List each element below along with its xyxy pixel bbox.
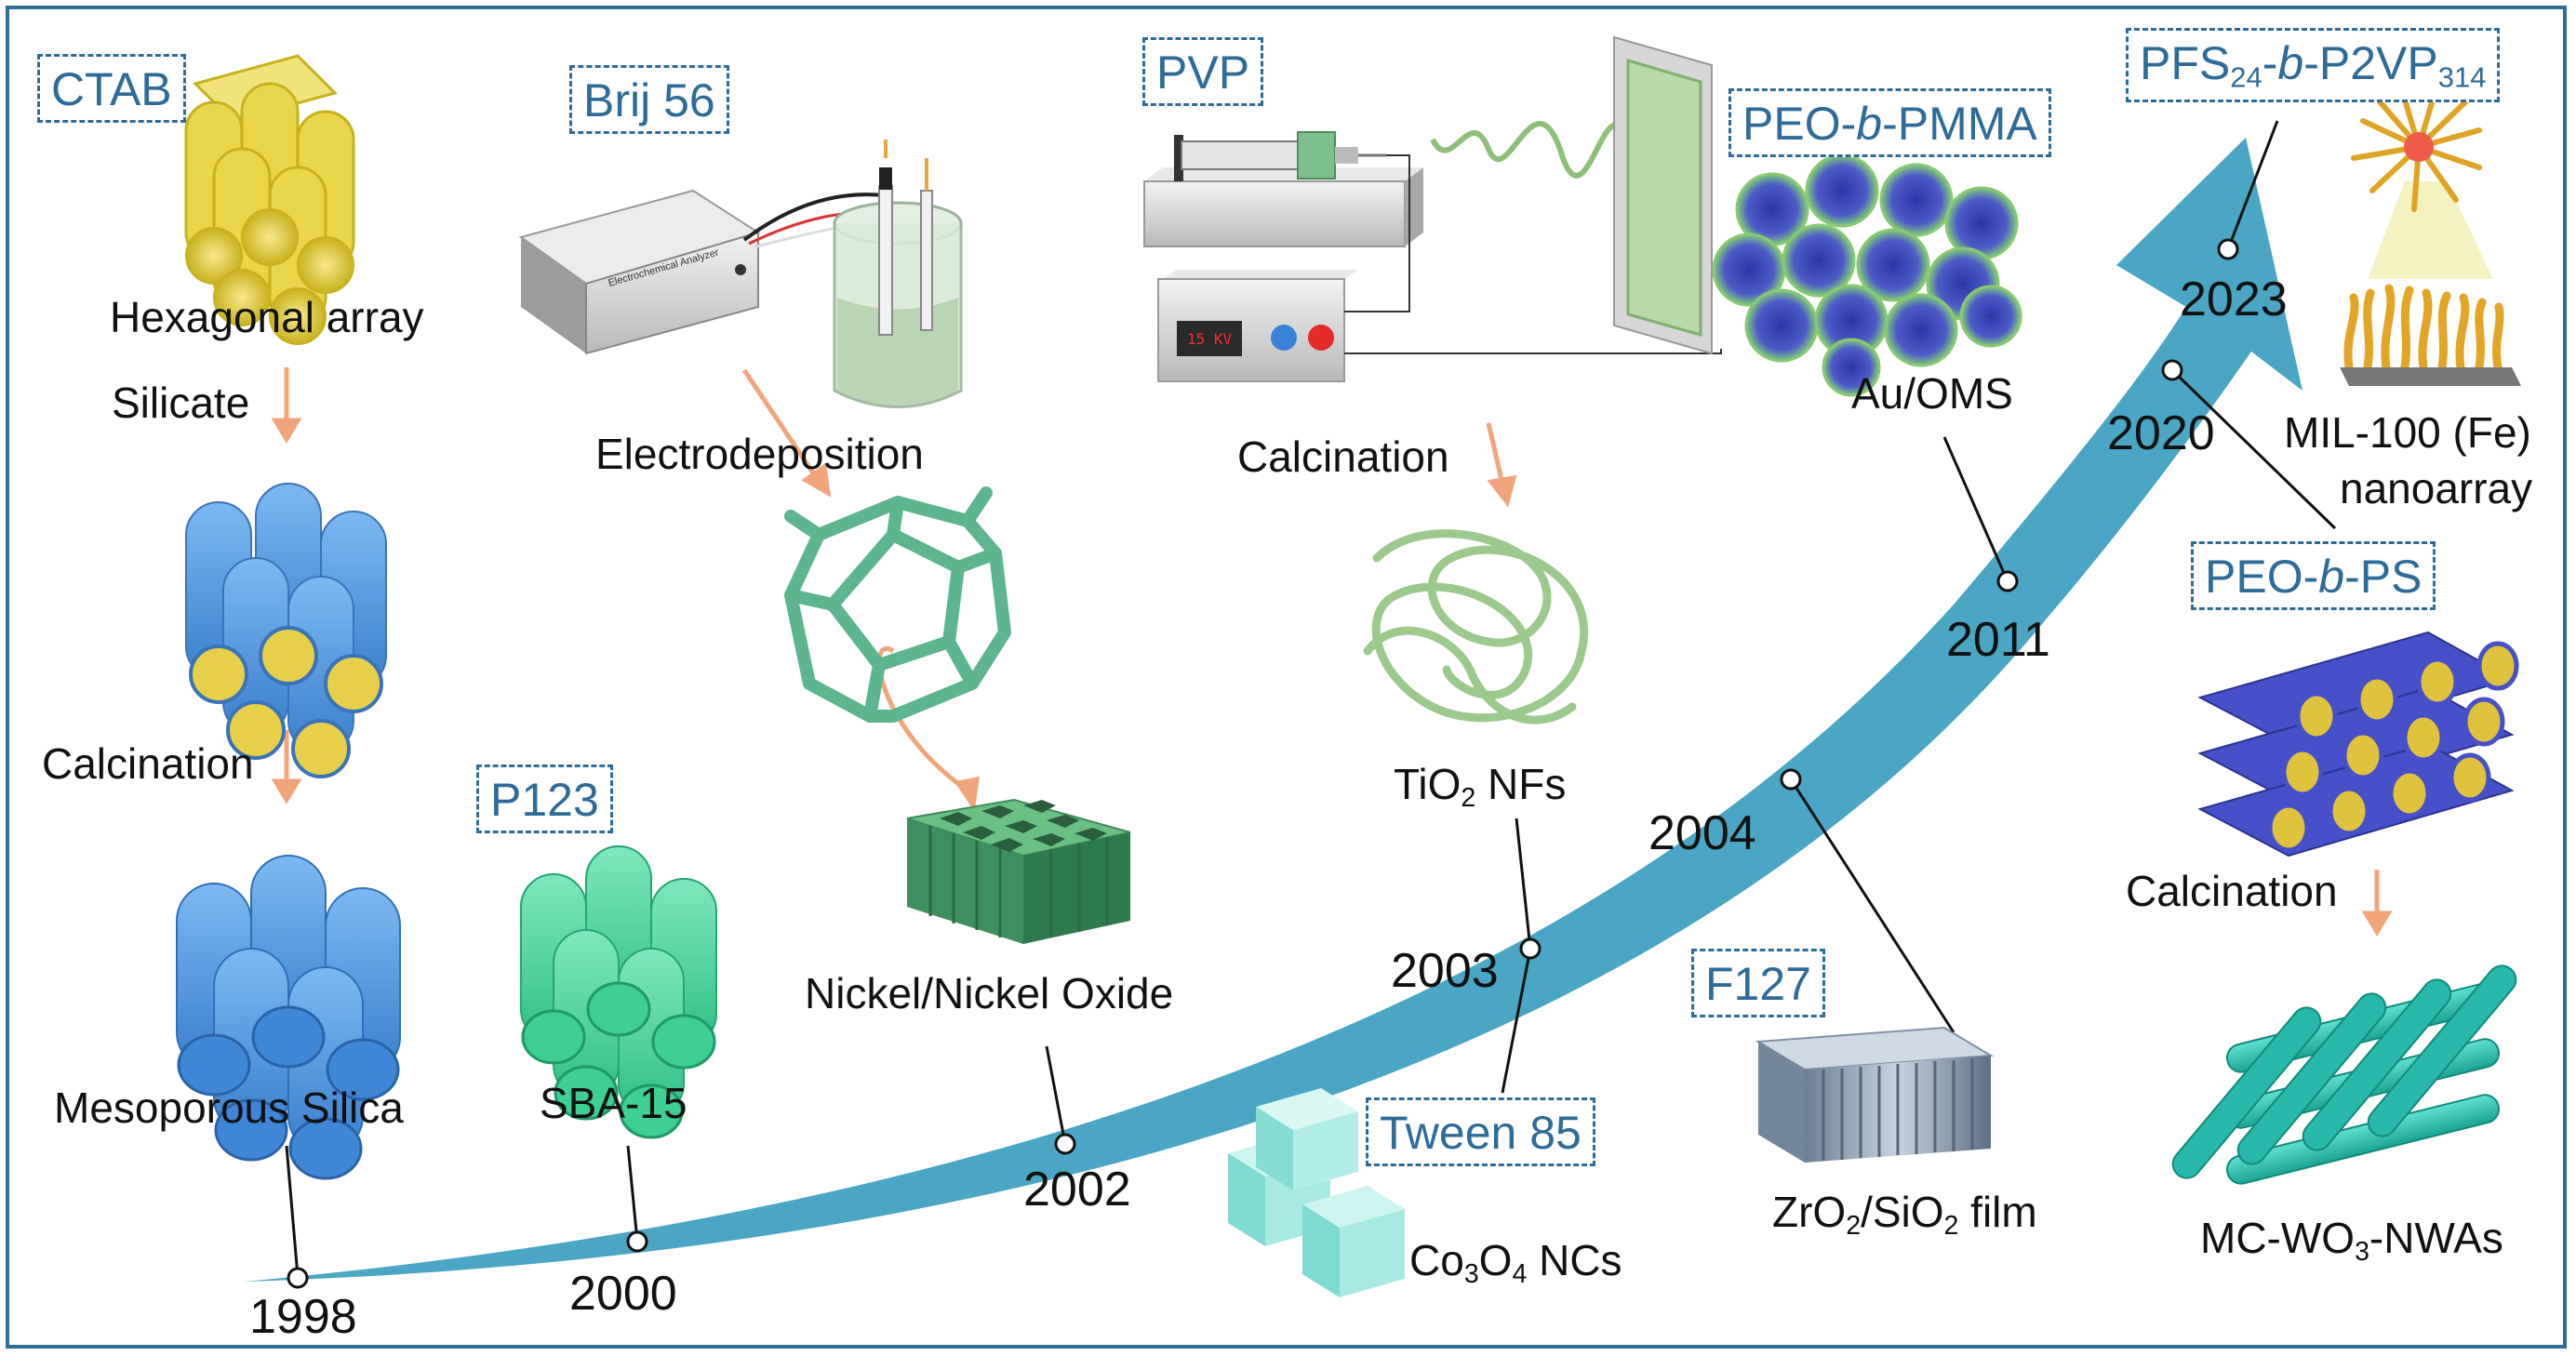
tag-brij56: Brij 56 xyxy=(569,65,729,134)
dodecahedron-cage-graphic xyxy=(784,486,1011,723)
tag-pvp: PVP xyxy=(1142,37,1264,106)
label-mil100-line2: nanoarray xyxy=(2340,464,2533,512)
label-tio2-nfs: TiO2 NFs xyxy=(1394,760,1567,813)
label-mil100-line1: MIL-100 (Fe) xyxy=(2284,408,2531,457)
label-hexagonal-array: Hexagonal array xyxy=(110,293,424,341)
tag-tween85: Tween 85 xyxy=(1366,1097,1595,1166)
electrochemical-cell xyxy=(833,140,963,408)
hv-readout: 15 KV xyxy=(1187,330,1233,348)
label-mesoporous-silica: Mesoporous Silica xyxy=(54,1083,404,1132)
mc-wo3-nwas-graphic xyxy=(2171,964,2517,1185)
label-calcination-2: Calcination xyxy=(1237,432,1449,481)
year-2023: 2023 xyxy=(2180,273,2288,326)
electrospinning-setup-graphic: 15 KV xyxy=(1143,35,1722,382)
timeline-arrow xyxy=(244,138,2302,1282)
silicate-rods-graphic xyxy=(185,483,387,778)
label-au-oms: Au/OMS xyxy=(1851,369,2013,418)
year-2004: 2004 xyxy=(1648,806,1756,860)
mesoporous-silica-graphic xyxy=(176,855,401,1180)
co3o4-cubes-graphic xyxy=(1228,1088,1405,1297)
ctab-hexagonal-array-graphic xyxy=(184,54,355,345)
year-2003: 2003 xyxy=(1391,944,1499,998)
electrochemical-analyzer-graphic: Electrochemical Analyzer xyxy=(518,140,963,408)
year-2011: 2011 xyxy=(1946,613,2050,667)
tag-ctab: CTAB xyxy=(37,54,186,123)
label-sba15: SBA-15 xyxy=(540,1079,687,1127)
sba15-graphic xyxy=(520,845,717,1139)
label-calcination-1: Calcination xyxy=(42,739,254,788)
year-2020: 2020 xyxy=(2107,406,2215,460)
label-nickel-oxide: Nickel/Nickel Oxide xyxy=(805,969,1174,1017)
label-co3o4-ncs: Co3O4 NCs xyxy=(1409,1236,1622,1289)
tag-pfs-b-p2vp: PFS24-b-P2VP314 xyxy=(2126,28,2501,102)
year-2002: 2002 xyxy=(1023,1163,1131,1216)
label-calcination-3: Calcination xyxy=(2126,867,2338,915)
year-1998: 1998 xyxy=(249,1290,357,1344)
label-mc-wo3-nwas: MC-WO3-NWAs xyxy=(2200,1214,2503,1267)
year-2000: 2000 xyxy=(569,1267,677,1321)
process-arrows xyxy=(271,367,2393,937)
year-dots xyxy=(287,238,2239,1289)
nickel-oxide-honeycomb-graphic xyxy=(906,798,1131,944)
label-silicate: Silicate xyxy=(112,379,250,427)
year-connectors xyxy=(285,120,2337,1277)
tag-peo-b-pmma: PEO-b-PMMA xyxy=(1728,88,2051,157)
label-zro2-sio2-film: ZrO2/SiO2 film xyxy=(1772,1188,2037,1241)
tio2-nanofiber-graphic xyxy=(1363,529,1588,725)
tag-peo-b-ps: PEO-b-PS xyxy=(2191,541,2436,610)
tag-p123: P123 xyxy=(476,764,613,833)
peo-b-ps-rods-graphic xyxy=(2197,631,2519,857)
au-oms-micelles-graphic xyxy=(1712,153,2022,397)
label-electrodeposition: Electrodeposition xyxy=(595,430,924,478)
tag-f127: F127 xyxy=(1691,949,1825,1017)
mil100-nanoarray-graphic xyxy=(2340,81,2521,386)
zro2-sio2-film-graphic xyxy=(1755,1026,1995,1163)
